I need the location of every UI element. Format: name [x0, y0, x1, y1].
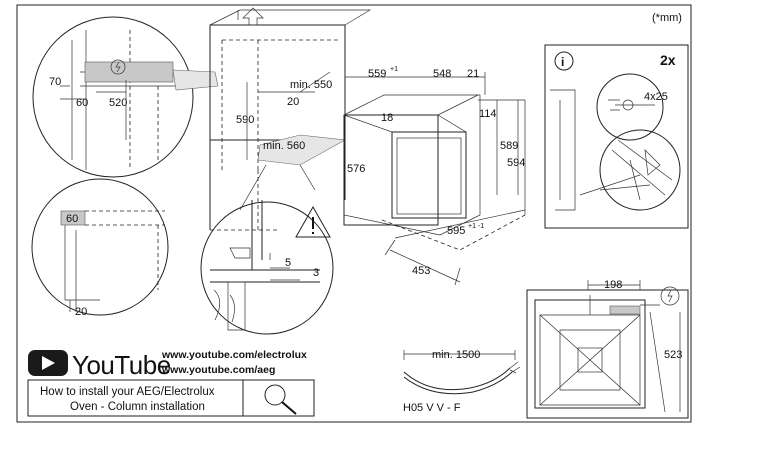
dim-60: 60	[76, 97, 88, 109]
dim-453: 453	[412, 265, 430, 277]
cable-type: H05 V V - F	[403, 402, 461, 414]
screw-size: 4x25	[644, 91, 668, 103]
recess-block	[84, 61, 174, 83]
youtube-wordmark: YouTube	[72, 350, 171, 380]
dim-198: 198	[604, 279, 622, 291]
dim-min-550: min. 550	[290, 79, 332, 91]
corner-dim-20: 20	[75, 306, 87, 318]
dim-70: 70	[49, 76, 61, 88]
dim-559-tolerance: +1	[390, 66, 398, 73]
connector-band	[172, 69, 219, 91]
dim-523: 523	[664, 349, 682, 361]
youtube-url-electrolux[interactable]: www.youtube.com/electrolux	[161, 349, 307, 361]
dim-548: 548	[433, 68, 451, 80]
dim-21: 21	[467, 68, 479, 80]
info-icon-letter: i	[561, 55, 564, 69]
magnifier-icon[interactable]	[264, 384, 286, 406]
caption-line-1: How to install your AEG/Electrolux	[40, 386, 215, 398]
caption-line-2: Oven - Column installation	[70, 401, 205, 413]
dim-min-560: min. 560	[263, 140, 305, 152]
units-note: (*mm)	[652, 12, 682, 24]
dim-520: 520	[109, 97, 127, 109]
warning-triangle-icon	[295, 205, 331, 238]
corner-dim-60: 60	[66, 213, 78, 225]
info-icon	[554, 51, 574, 71]
cabinet-top-detail: 70 60 520	[32, 16, 194, 178]
dim-595: 595	[447, 225, 465, 237]
dim-114: 114	[479, 108, 497, 120]
rail-detail: 5 3	[200, 200, 334, 335]
screw-icon	[622, 99, 634, 111]
dim-595-tolerance: +1 -1	[468, 223, 484, 230]
sheet-frame	[16, 4, 692, 423]
column-shelf	[257, 134, 346, 166]
dim-min-1500: min. 1500	[432, 349, 480, 361]
power-cable-detail: min. 1500 H05 V V - F	[403, 349, 521, 414]
screw-fixing-box: i 2x 4x25	[544, 44, 689, 229]
screw-count: 2x	[660, 52, 676, 68]
dim-594: 594	[507, 157, 525, 169]
oven-drawing: 559 +1 548 21 18 114 576 589 594 595 +1 …	[343, 66, 525, 286]
cabinet-corner-detail: 60 20	[31, 178, 169, 318]
column-cabinet: min. 550 20 590 min. 560	[209, 7, 372, 231]
dim-20: 20	[287, 96, 299, 108]
dim-18: 18	[381, 112, 393, 124]
dim-589: 589	[500, 140, 518, 152]
dim-576: 576	[347, 163, 365, 175]
socket-box	[609, 305, 641, 315]
youtube-block: YouTube www.youtube.com/electrolux www.y…	[27, 349, 315, 417]
youtube-url-aeg[interactable]: www.youtube.com/aeg	[161, 364, 275, 376]
oven-top-view: 198 523	[526, 279, 689, 419]
power-socket-icon	[660, 286, 680, 306]
corner-recess	[60, 210, 86, 226]
dim-590: 590	[236, 114, 254, 126]
dim-559: 559	[368, 68, 386, 80]
detail-dim-5: 5	[285, 257, 291, 269]
ventilation-arrow-icon	[242, 7, 264, 26]
electric-warning-icon	[110, 59, 126, 75]
detail-dim-3: 3	[313, 267, 319, 279]
